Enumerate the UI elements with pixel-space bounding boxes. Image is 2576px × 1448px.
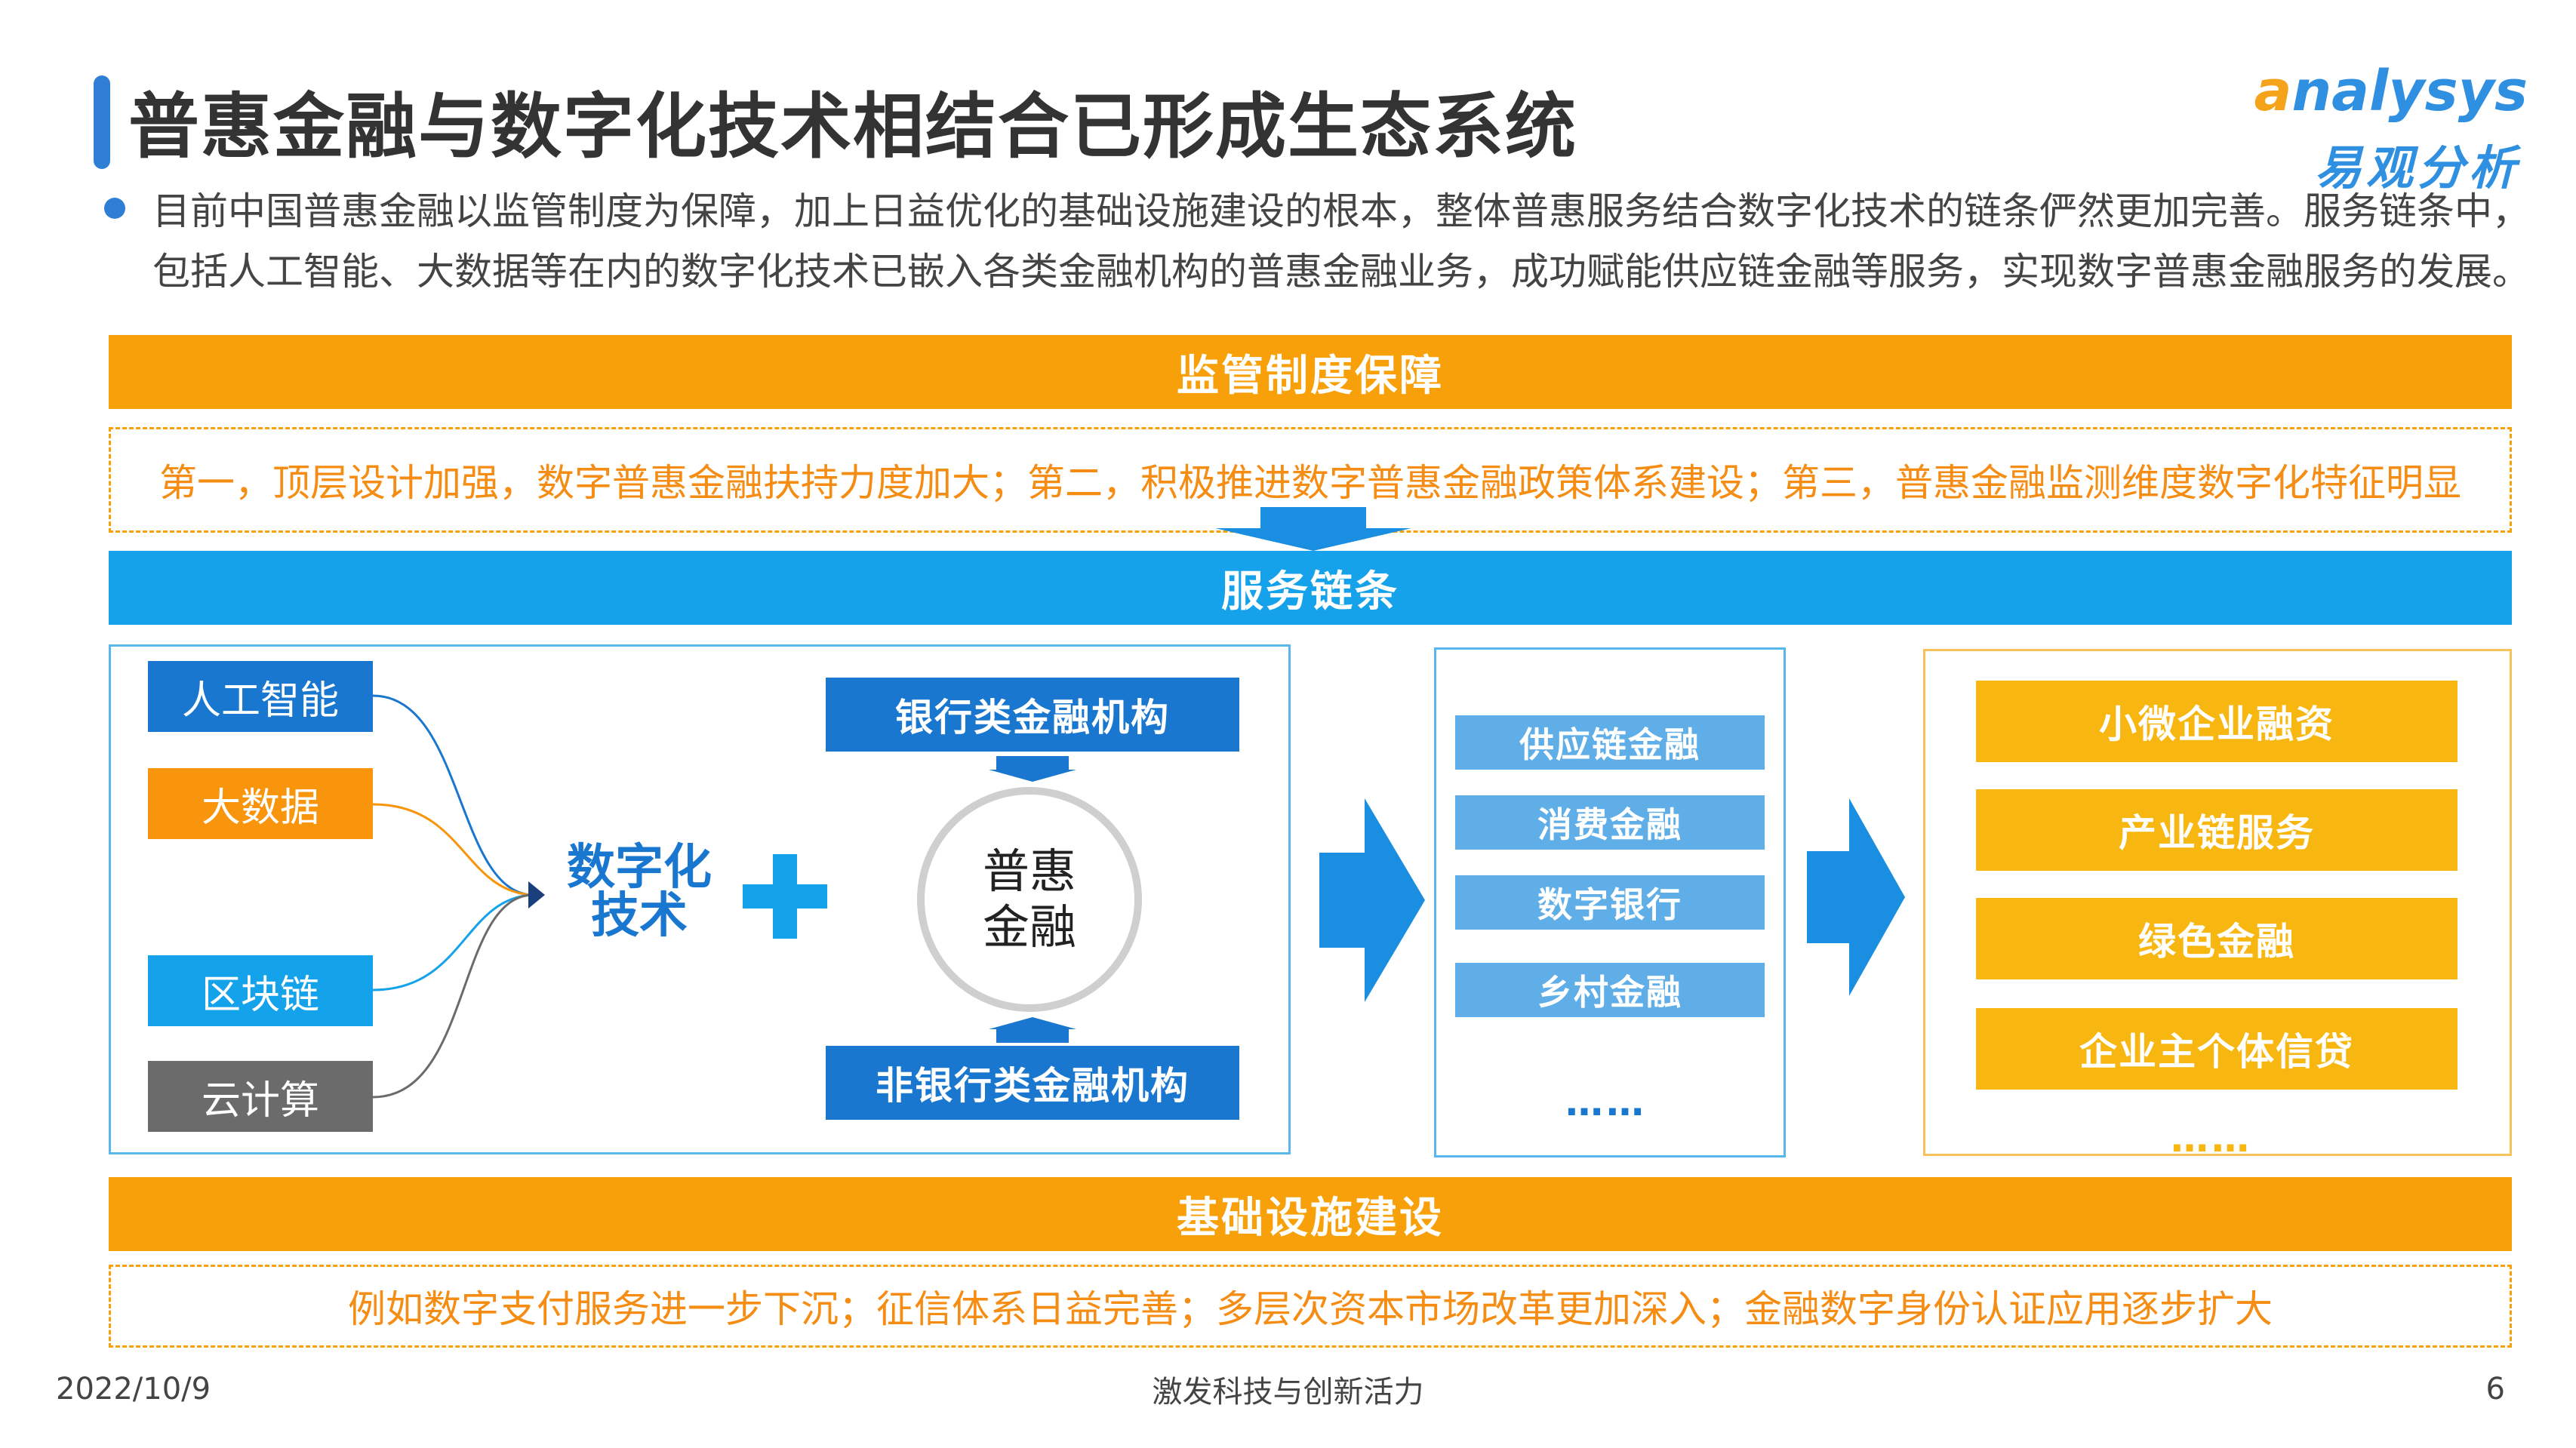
up-arrow-icon: [989, 1017, 1076, 1043]
service-digital-bank: 数字银行: [1455, 875, 1765, 930]
service-supply-chain: 供应链金融: [1455, 715, 1765, 770]
intro-line-1: 目前中国普惠金融以监管制度为保障，加上日益优化的基础设施建设的根本，整体普惠服务…: [152, 189, 2530, 233]
tech-big-data: 大数据: [148, 768, 373, 839]
infrastructure-text: 例如数字支付服务进一步下沉；征信体系日益完善；多层次资本市场改革更加深入；金融数…: [109, 1265, 2512, 1348]
down-arrow-icon: [1215, 507, 1411, 551]
digital-tech-label: 数字化 技术: [552, 844, 726, 940]
footer-date: 2022/10/9: [56, 1372, 211, 1406]
page-number: 6: [2485, 1372, 2505, 1406]
infrastructure-header: 基础设施建设: [109, 1177, 2512, 1251]
logo-letter-a: a: [2254, 59, 2292, 124]
right-arrow-icon: [1319, 798, 1425, 1002]
result-owner-credit: 企业主个体信贷: [1976, 1008, 2458, 1090]
logo-chinese: 易观分析: [2314, 140, 2520, 195]
title-accent-bar: [94, 75, 110, 169]
footer-slogan: 激发科技与创新活力: [1152, 1375, 1424, 1410]
digital-tech-line-2: 技术: [591, 888, 688, 944]
result-green-finance: 绿色金融: [1976, 898, 2458, 979]
services-more: ……: [1565, 1081, 1647, 1124]
analysys-logo: analysys: [2254, 59, 2528, 124]
service-rural-finance: 乡村金融: [1455, 963, 1765, 1017]
bank-institutions: 银行类金融机构: [826, 678, 1239, 752]
inclusive-finance-label: 普惠 金融: [912, 844, 1147, 955]
down-arrow-icon: [989, 756, 1076, 782]
tech-blockchain: 区块链: [148, 955, 373, 1026]
plus-icon: [743, 854, 827, 939]
page-title: 普惠金融与数字化技术相结合已形成生态系统: [128, 86, 1578, 168]
non-bank-institutions: 非银行类金融机构: [826, 1046, 1239, 1120]
bullet-icon: [104, 198, 125, 219]
tech-cloud: 云计算: [148, 1061, 373, 1132]
inclusive-finance-circle: [917, 787, 1142, 1012]
inclusive-line-2: 金融: [982, 899, 1076, 955]
results-more: ……: [2171, 1117, 2252, 1161]
result-smb-financing: 小微企业融资: [1976, 681, 2458, 762]
result-industry-chain: 产业链服务: [1976, 789, 2458, 871]
tech-ai: 人工智能: [148, 661, 373, 732]
intro-paragraph: 目前中国普惠金融以监管制度为保障，加上日益优化的基础设施建设的根本，整体普惠服务…: [152, 181, 2530, 302]
intro-line-2: 包括人工智能、大数据等在内的数字化技术已嵌入各类金融机构的普惠金融业务，成功赋能…: [152, 250, 2530, 294]
inclusive-line-1: 普惠: [982, 844, 1076, 899]
right-arrow-icon: [1807, 798, 1905, 996]
tech-connector-lines: [373, 694, 545, 1099]
service-chain-header: 服务链条: [109, 551, 2512, 625]
service-consumer-finance: 消费金融: [1455, 795, 1765, 850]
regulation-text: 第一，顶层设计加强，数字普惠金融扶持力度加大；第二，积极推进数字普惠金融政策体系…: [109, 427, 2512, 533]
logo-wordmark: nalysys: [2291, 59, 2528, 124]
digital-tech-line-1: 数字化: [567, 840, 712, 896]
regulation-header: 监管制度保障: [109, 335, 2512, 409]
